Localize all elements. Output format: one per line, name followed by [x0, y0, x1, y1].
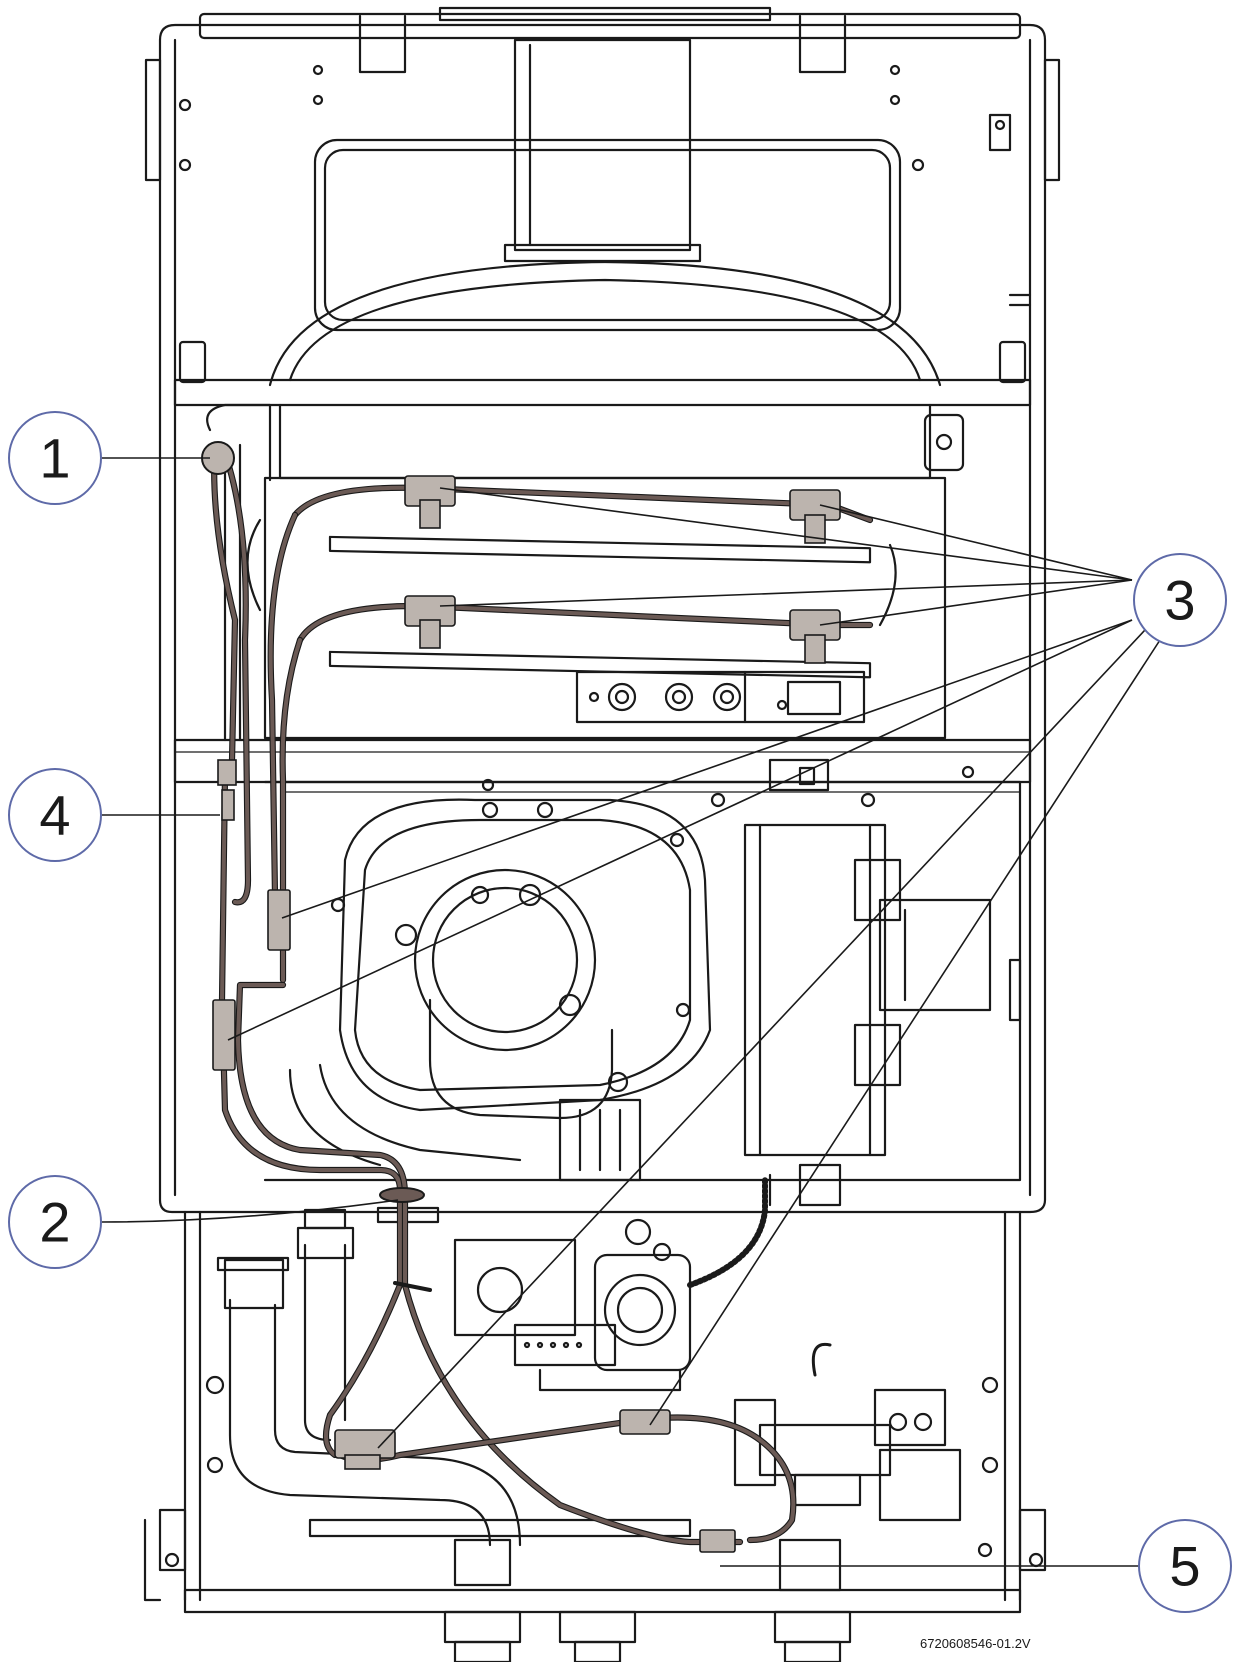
callout-4-label: 4 [39, 784, 70, 847]
flue-hood [173, 38, 1032, 407]
lower-chassis [143, 1163, 1047, 1662]
callout-1-label: 1 [39, 427, 70, 490]
fan-assembly [263, 778, 1022, 1182]
heat-exchanger [173, 403, 1032, 792]
callout-1: 1 [8, 411, 102, 505]
appliance-casing [144, 6, 1061, 1214]
callout-2: 2 [8, 1175, 102, 1269]
leader-lines [101, 457, 1161, 1567]
callout-5: 5 [1138, 1519, 1232, 1613]
drawing-code: 6720608546-01.2V [920, 1636, 1031, 1651]
callout-2-label: 2 [39, 1191, 70, 1254]
callout-4: 4 [8, 768, 102, 862]
callout-5-label: 5 [1169, 1535, 1200, 1598]
wiring-harness [201, 441, 874, 1553]
callout-3: 3 [1133, 553, 1227, 647]
callout-3-label: 3 [1164, 569, 1195, 632]
